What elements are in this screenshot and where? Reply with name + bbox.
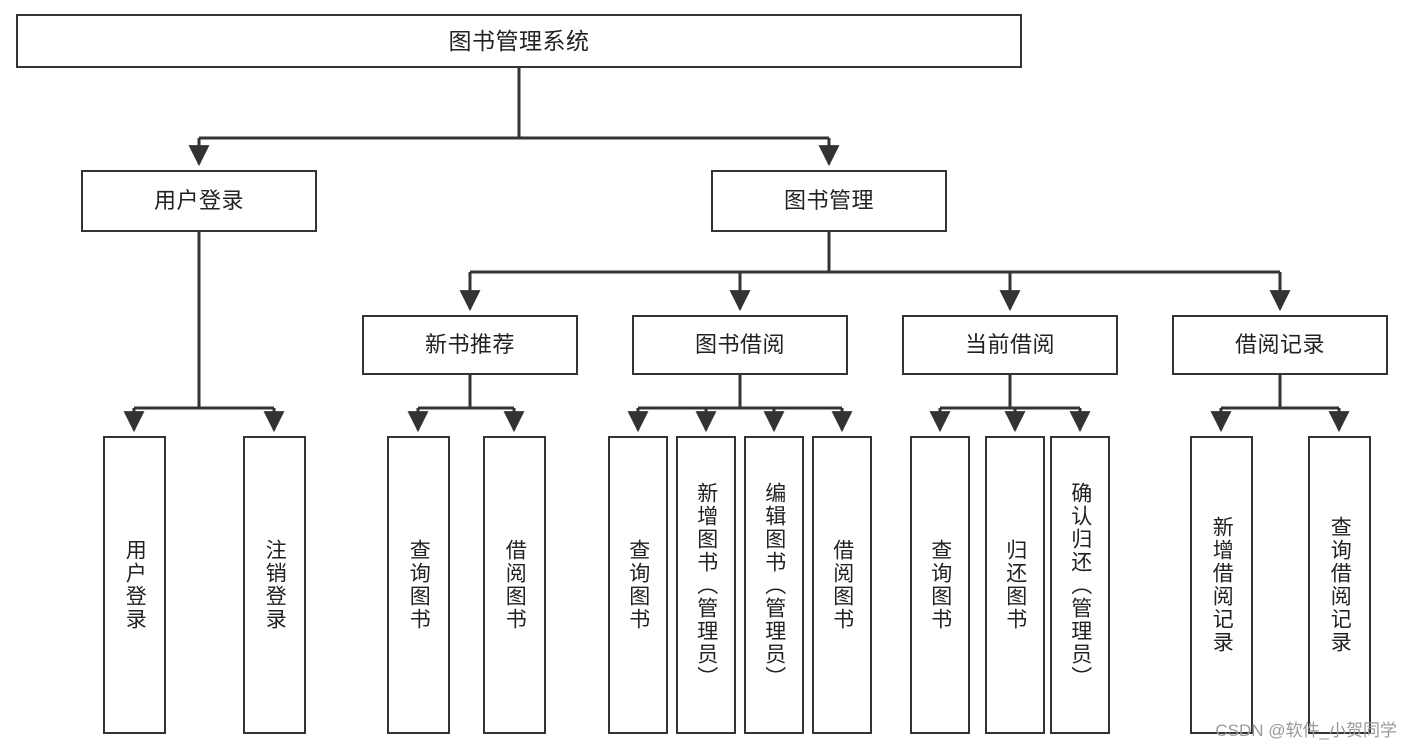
- node-leaf-add-book[interactable]: 新增图书（管理员）: [676, 436, 736, 734]
- node-new-book-recommend-label: 新书推荐: [424, 331, 515, 357]
- node-borrow-record[interactable]: 借阅记录: [1172, 315, 1388, 375]
- node-user-login-label: 用户登录: [153, 187, 244, 213]
- node-book-borrow-label: 图书借阅: [694, 331, 785, 357]
- node-leaf-logout-login-label: 注销登录: [263, 539, 287, 631]
- node-leaf-borrow-book-1[interactable]: 借阅图书: [483, 436, 546, 734]
- node-root[interactable]: 图书管理系统: [16, 14, 1022, 68]
- node-new-book-recommend[interactable]: 新书推荐: [362, 315, 578, 375]
- node-leaf-confirm-return[interactable]: 确认归还（管理员）: [1050, 436, 1110, 734]
- watermark: CSDN @软件_小贺同学: [1215, 721, 1397, 740]
- node-leaf-user-login[interactable]: 用户登录: [103, 436, 166, 734]
- node-current-borrow-label: 当前借阅: [964, 331, 1055, 357]
- node-leaf-borrow-book-2[interactable]: 借阅图书: [812, 436, 872, 734]
- node-leaf-query-book-1-label: 查询图书: [407, 539, 431, 631]
- node-user-login[interactable]: 用户登录: [81, 170, 317, 232]
- node-leaf-add-borrow-record-label: 新增借阅记录: [1210, 516, 1234, 654]
- node-leaf-edit-book[interactable]: 编辑图书（管理员）: [744, 436, 804, 734]
- node-root-label: 图书管理系统: [448, 27, 590, 54]
- node-leaf-borrow-book-1-label: 借阅图书: [503, 539, 527, 631]
- node-leaf-add-book-label: 新增图书（管理员）: [694, 481, 718, 689]
- node-leaf-query-book-1[interactable]: 查询图书: [387, 436, 450, 734]
- node-leaf-add-borrow-record[interactable]: 新增借阅记录: [1190, 436, 1253, 734]
- node-leaf-logout-login[interactable]: 注销登录: [243, 436, 306, 734]
- node-borrow-record-label: 借阅记录: [1234, 331, 1325, 357]
- node-leaf-query-book-3[interactable]: 查询图书: [910, 436, 970, 734]
- node-book-manage[interactable]: 图书管理: [711, 170, 947, 232]
- node-leaf-edit-book-label: 编辑图书（管理员）: [762, 481, 786, 689]
- node-leaf-query-book-3-label: 查询图书: [928, 539, 952, 631]
- node-leaf-query-borrow-record[interactable]: 查询借阅记录: [1308, 436, 1371, 734]
- node-leaf-query-book-2-label: 查询图书: [626, 539, 650, 631]
- node-leaf-query-book-2[interactable]: 查询图书: [608, 436, 668, 734]
- node-leaf-return-book-label: 归还图书: [1003, 539, 1027, 631]
- node-current-borrow[interactable]: 当前借阅: [902, 315, 1118, 375]
- node-leaf-user-login-label: 用户登录: [123, 539, 147, 631]
- node-book-borrow[interactable]: 图书借阅: [632, 315, 848, 375]
- node-leaf-borrow-book-2-label: 借阅图书: [830, 539, 854, 631]
- node-leaf-confirm-return-label: 确认归还（管理员）: [1068, 481, 1092, 689]
- node-book-manage-label: 图书管理: [783, 187, 874, 213]
- node-leaf-return-book[interactable]: 归还图书: [985, 436, 1045, 734]
- node-leaf-query-borrow-record-label: 查询借阅记录: [1328, 516, 1352, 654]
